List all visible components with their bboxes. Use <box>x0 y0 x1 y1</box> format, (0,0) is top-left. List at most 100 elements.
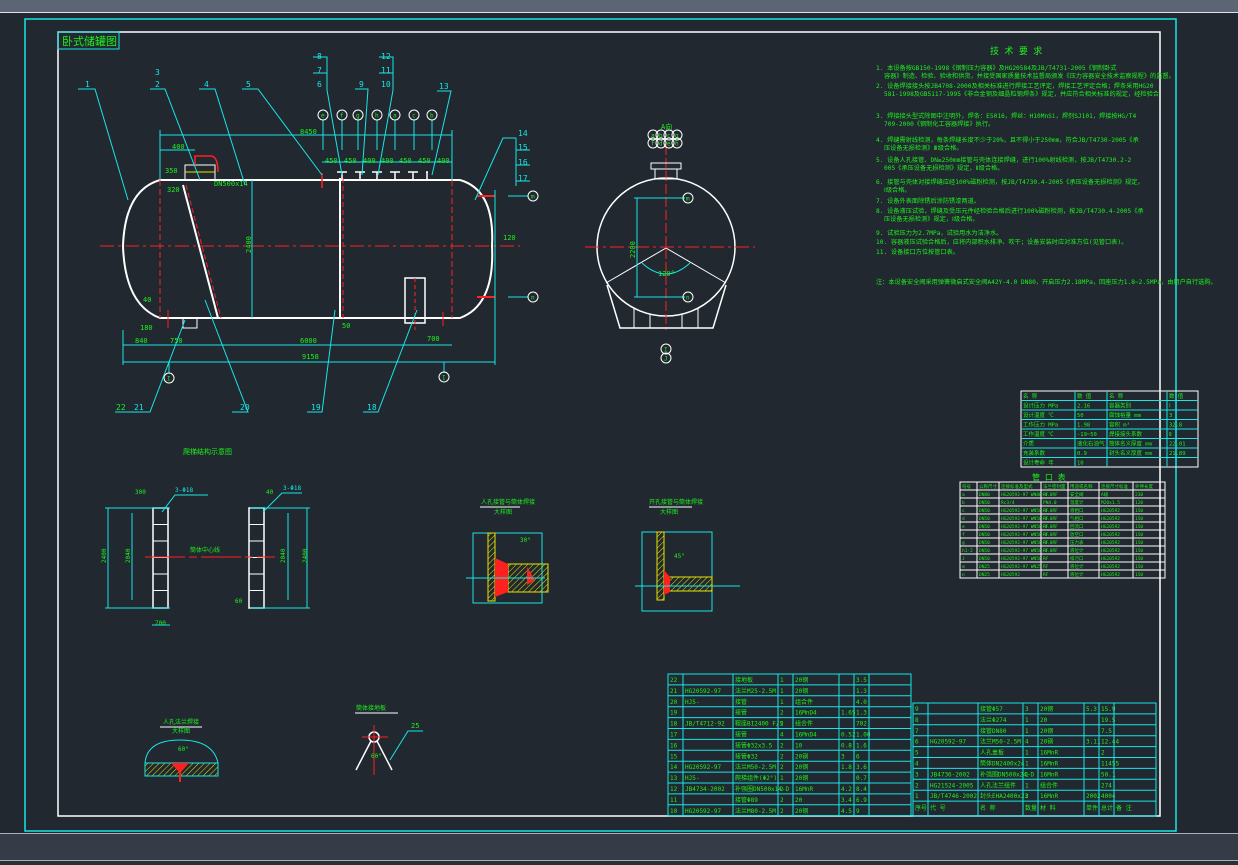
nozzle-table-cell: g <box>962 541 965 546</box>
balloon-6: 6 <box>317 80 322 89</box>
tech-item-6-cont: Ⅰ级合格。 <box>884 186 911 194</box>
nozzle-table-cell: n <box>962 573 965 578</box>
nozzle-tag-b-label: b <box>430 113 434 120</box>
parts-cell: 法兰M25-2.5M <box>735 687 776 695</box>
design-table-header: 名 称 <box>1109 392 1124 400</box>
weld-detail-2-subtitle: 大样图 <box>660 508 678 516</box>
small-detail-2-title: 筒体接地板 <box>356 704 386 712</box>
parts-cell: 2 <box>780 764 784 771</box>
nozzle-table-cell: DN50 <box>979 500 990 506</box>
parts-cell: 4004 <box>1101 793 1116 800</box>
parts-cell: 4 <box>1025 739 1029 746</box>
parts-cell: 补强圈DN500x24-D <box>980 770 1035 778</box>
parts-cell: 法兰M50-2.5M <box>980 738 1021 746</box>
nozzle-table-cell: RF <box>1043 492 1049 498</box>
parts-cell: 人孔法兰组件 <box>980 781 1016 789</box>
parts-cell: 9 <box>856 808 860 815</box>
weld-detail-1: 人孔接管与筒体焊接 大样图 30° <box>466 498 549 604</box>
nozzle-table-cell: RF <box>1043 540 1049 546</box>
small-detail-2-mark: 25 <box>411 722 419 730</box>
nozzle-tag-side-0: m <box>527 190 539 202</box>
parts-cell: 3.6 <box>856 764 867 771</box>
parts-cell: 16MnR <box>1040 793 1058 800</box>
parts-cell: 2 <box>780 742 784 749</box>
nozzle-table-cell: DN50 <box>979 548 990 554</box>
nozzle-table-cell: a <box>962 493 965 498</box>
nozzle-table-cell: RF <box>1043 516 1049 522</box>
nozzle-tag-side-1-label: n <box>531 295 535 302</box>
weld-detail-2: 开孔接管与筒体焊接 大样图 45° <box>635 498 740 612</box>
nozzle-table-cell: HG20592 <box>1101 556 1120 562</box>
parts-cell: 50.1 <box>1101 771 1116 778</box>
outer-border <box>24 18 1177 832</box>
parts-cell: 16MnR <box>795 786 813 793</box>
nozzle-table-cell: RF <box>1043 524 1049 530</box>
end-tag-bottom-d-label: d <box>659 141 663 148</box>
dim-shell-height: 2400 <box>245 236 253 253</box>
tech-item-9: 9. 试验压力为2.7MPa，试验用水为洁净水。 <box>876 229 1002 237</box>
nozzle-tag-e-label: e <box>321 113 325 120</box>
nozzle-table-header: 用途或名称 <box>1070 483 1093 490</box>
parts-cell: 702 <box>856 721 867 728</box>
ladder-dim-right-bottom: 60 <box>235 598 243 605</box>
nozzle-table-cell: DN50 <box>979 524 990 530</box>
parts-cell: 人孔盖板 <box>980 749 1004 757</box>
design-table-cell: 设计温度 ℃ <box>1023 411 1054 419</box>
parts-footer-header: 序号 <box>915 804 927 812</box>
parts-cell: 组合件 <box>795 698 813 706</box>
tech-item-3: 3. 焊接接头型式除图中注明外，焊条：E5016，焊丝：H10MnSi，焊剂SJ… <box>876 112 1136 120</box>
nozzle-table-cell: f <box>962 532 965 538</box>
balloon-1: 1 <box>85 80 90 89</box>
parts-cell: HG20592-97 <box>685 764 722 771</box>
drawing-canvas[interactable]: 卧式储罐图 <box>0 13 1238 833</box>
nozzle-table-cell: 150 <box>1135 572 1143 578</box>
parts-footer-header: 单件 <box>1086 804 1098 812</box>
parts-cell: 接管Φ32x3.5 <box>735 741 773 749</box>
parts-cell: HG20592-97 <box>685 688 722 695</box>
parts-cell: 21 <box>670 688 678 695</box>
nozzle-table-cell: 放空口 <box>1070 531 1084 538</box>
tech-item-4-cont: 压设备无损检测》Ⅲ级合格。 <box>884 144 963 152</box>
ladder-note-left: 3-Φ18 <box>175 487 193 494</box>
parts-cell: JB4736-2002 <box>930 771 970 778</box>
parts-footer-header: 总计 <box>1101 804 1113 812</box>
parts-cell: 3 <box>1025 706 1029 713</box>
parts-cell: 14 <box>670 764 678 771</box>
parts-cell: 7.5 <box>1101 728 1112 735</box>
parts-cell: 1 <box>780 775 784 782</box>
parts-cell: 2 <box>780 710 784 717</box>
balloon-17: 17 <box>518 174 528 183</box>
parts-cell: 2 <box>780 808 784 815</box>
nozzle-tag-f-label: f <box>340 113 344 120</box>
parts-cell: 接管Φ89 <box>735 796 758 804</box>
tech-item-11: 11. 设备接口方位按管口表。 <box>876 248 959 256</box>
parts-cell: 2 <box>780 786 784 793</box>
parts-cell: 0.7 <box>856 775 867 782</box>
parts-cell: 16MnR <box>1040 771 1058 778</box>
end-tag-bottom-f: f <box>647 137 659 149</box>
parts-cell: HG21524-2005 <box>930 782 974 789</box>
design-table-cell: 21.89 <box>1169 451 1186 457</box>
design-table-cell: 设计压力 MPa <box>1023 402 1058 410</box>
nozzle-table-cell: HG20592 <box>1101 548 1120 554</box>
end-tag-bottom-e: e <box>663 137 675 149</box>
design-table-cell: 50 <box>1077 413 1084 419</box>
nozzle-tag-h: h <box>371 109 383 121</box>
vessel-main-view: 8450 400 350 320 DN500x14 450 450 400 40… <box>78 52 539 413</box>
balloon-2: 2 <box>155 80 160 89</box>
cad-drawing[interactable]: 卧式储罐图 <box>0 13 1238 833</box>
nozzle-table-cell: RF <box>1043 556 1049 562</box>
parts-cell: 6 <box>915 739 919 746</box>
balloon-16: 16 <box>518 158 528 167</box>
end-tag-top-g: g <box>671 129 683 141</box>
end-tag-bottom-0: I <box>660 343 672 355</box>
tech-requirements-title: 技 术 要 求 <box>990 45 1042 57</box>
tech-item-2-cont: 581-1998及GB5117-1995《非合金钢及细晶粒钢焊条》规定，并应符合… <box>884 90 1159 98</box>
design-table-cell: 容器类别 <box>1109 402 1131 410</box>
nozzle-table-title: 管 口 表 <box>1032 472 1066 482</box>
ladder-dim-right-inner: 2040 <box>280 548 287 563</box>
ladder-dim-left-top: 300 <box>135 489 146 496</box>
nozzle-table-cell: 液位计 <box>1070 547 1084 554</box>
nozzle-table-cell: DN25 <box>979 564 990 570</box>
